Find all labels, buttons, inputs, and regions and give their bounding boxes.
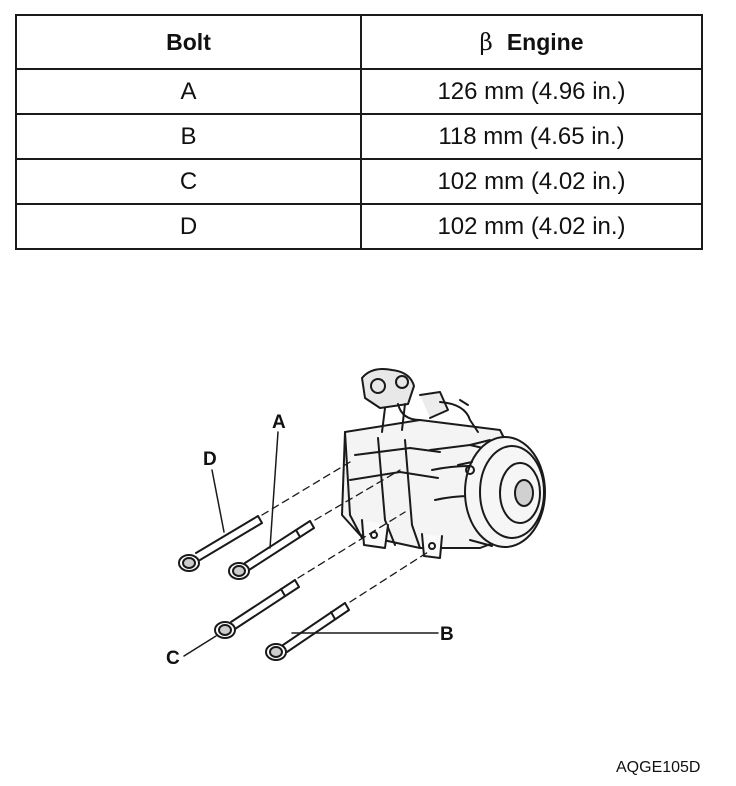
table-header-row: Bolt β Engine bbox=[15, 14, 703, 70]
bolt-d-label: D bbox=[203, 449, 217, 470]
ac-compressor-drawing bbox=[341, 368, 546, 559]
length-cell: 126 mm (4.96 in.) bbox=[360, 68, 703, 115]
table-row: A 126 mm (4.96 in.) bbox=[15, 68, 703, 115]
length-cell: 118 mm (4.65 in.) bbox=[360, 113, 703, 160]
bolt-a bbox=[228, 520, 315, 580]
bolt-column-header: Bolt bbox=[15, 14, 362, 70]
bolt-alignment-lines bbox=[261, 461, 429, 603]
bolt-c bbox=[214, 579, 300, 639]
bolt-c-label: C bbox=[166, 648, 180, 669]
bolt-b-label: B bbox=[440, 624, 454, 645]
length-cell: 102 mm (4.02 in.) bbox=[360, 203, 703, 250]
label-leader-lines bbox=[183, 431, 439, 657]
bolt-a-label: A bbox=[272, 412, 286, 433]
length-cell: 102 mm (4.02 in.) bbox=[360, 158, 703, 205]
engine-symbol: β bbox=[479, 29, 493, 56]
table-row: D 102 mm (4.02 in.) bbox=[15, 203, 703, 250]
engine-column-header: β Engine bbox=[360, 14, 703, 70]
bolt-cell: A bbox=[15, 68, 362, 115]
bolt-length-table: Bolt β Engine A 126 mm (4.96 in.) B 118 m… bbox=[15, 14, 703, 250]
bolt-d bbox=[178, 515, 263, 572]
figure-code: AQGE105D bbox=[616, 759, 701, 776]
engine-label: Engine bbox=[506, 28, 584, 55]
bolt-cell: D bbox=[15, 203, 362, 250]
bolt-cell: B bbox=[15, 113, 362, 160]
table-row: C 102 mm (4.02 in.) bbox=[15, 158, 703, 205]
bolt-cell: C bbox=[15, 158, 362, 205]
table-row: B 118 mm (4.65 in.) bbox=[15, 113, 703, 160]
bolt-b bbox=[265, 602, 350, 661]
